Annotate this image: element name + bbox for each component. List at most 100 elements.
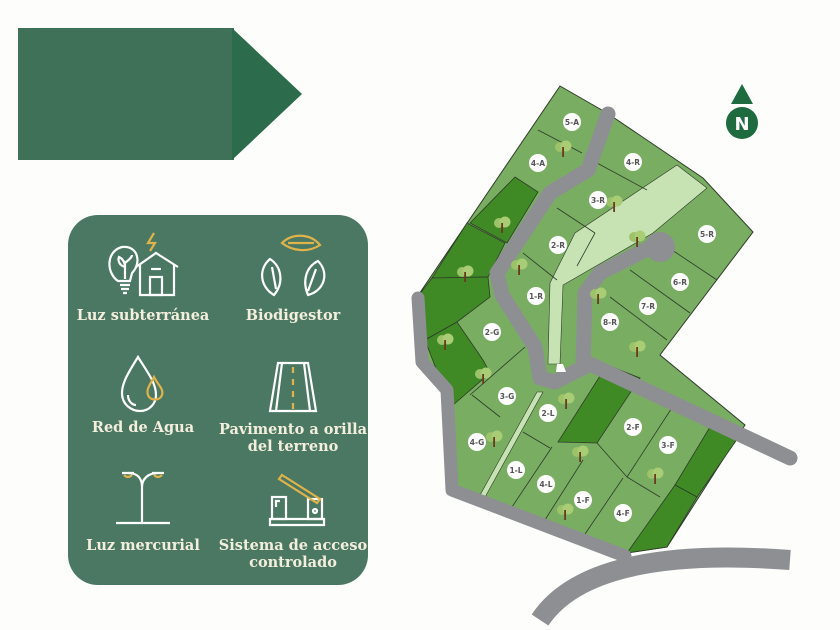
tree-icon xyxy=(629,340,646,357)
cul-de-sac-road xyxy=(575,238,661,376)
cul-de-sac xyxy=(645,232,675,262)
lot-marker-4-f[interactable]: 4-F xyxy=(614,504,632,522)
lot-marker-2-f[interactable]: 2-F xyxy=(624,418,642,436)
lot-label: 4-G xyxy=(470,438,485,447)
tree-icon xyxy=(590,287,607,304)
lot-label: 8-R xyxy=(603,318,617,327)
lot-marker-5-r[interactable]: 5-R xyxy=(698,225,716,243)
lot-marker-circle xyxy=(614,504,632,522)
lot-marker-circle xyxy=(529,154,547,172)
tree-icon xyxy=(647,467,664,484)
lot-marker-circle xyxy=(589,191,607,209)
lot-marker-circle xyxy=(574,491,592,509)
lot-marker-circle xyxy=(624,418,642,436)
lot-marker-3-g[interactable]: 3-G xyxy=(498,387,516,405)
lot-marker-circle xyxy=(698,225,716,243)
lot-label: 2-F xyxy=(626,423,639,432)
lot-marker-4-g[interactable]: 4-G xyxy=(468,433,486,451)
lot-label: 6-R xyxy=(673,278,687,287)
tree-icon xyxy=(558,392,575,409)
tree-icon xyxy=(486,430,503,447)
lot-label: 1-F xyxy=(576,496,589,505)
path-strip xyxy=(547,164,708,365)
tree-icon xyxy=(494,216,511,233)
lot-marker-4-a[interactable]: 4-A xyxy=(529,154,547,172)
lot-marker-3-r[interactable]: 3-R xyxy=(589,191,607,209)
feature-label: Red de Agua xyxy=(91,419,195,436)
lot-label: 4-R xyxy=(626,158,640,167)
title-banner xyxy=(18,28,302,160)
tree-icon xyxy=(629,230,646,247)
lot-marker-circle xyxy=(527,287,545,305)
lot-marker-circle xyxy=(601,313,619,331)
tree-icon xyxy=(475,367,492,384)
north-label: N xyxy=(734,114,749,135)
barrier-gate-icon xyxy=(268,473,326,527)
tree-icon xyxy=(557,503,574,520)
lot-marker-circle xyxy=(483,323,501,341)
green-area xyxy=(626,484,698,554)
lot-lines xyxy=(469,129,718,538)
lot-marker-circle xyxy=(639,297,657,315)
lot-marker-7-r[interactable]: 7-R xyxy=(639,297,657,315)
feature-label: Luz subterránea xyxy=(76,307,210,324)
outer-road xyxy=(411,291,632,563)
lot-label: 4-L xyxy=(539,480,552,489)
lot-label: 2-R xyxy=(551,241,565,250)
lot-marker-circle xyxy=(563,113,581,131)
lot-marker-1-l[interactable]: 1-L xyxy=(507,461,525,479)
tree-icon xyxy=(437,333,454,350)
lot-marker-1-f[interactable]: 1-F xyxy=(574,491,592,509)
lot-label: 1-L xyxy=(509,466,522,475)
feature-mercury-light: Luz mercurial xyxy=(68,467,218,554)
lot-marker-5-a[interactable]: 5-A xyxy=(563,113,581,131)
lot-marker-3-f[interactable]: 3-F xyxy=(659,436,677,454)
lot-labels: 5-A 4-A 4-R 3-R 2-R 5-R 1-R 6-R 7-R 8-R 2-G 3-G 2-L 2… xyxy=(468,113,716,522)
water-drop-icon xyxy=(120,354,164,413)
green-area xyxy=(469,176,539,244)
tree-icon xyxy=(555,140,572,157)
lot-marker-2-g[interactable]: 2-G xyxy=(483,323,501,341)
lot-marker-8-r[interactable]: 8-R xyxy=(601,313,619,331)
lot-marker-circle xyxy=(671,273,689,291)
lot-label: 2-G xyxy=(485,328,500,337)
lot-marker-circle xyxy=(507,461,525,479)
lot-marker-4-r[interactable]: 4-R xyxy=(624,153,642,171)
feature-biodigester: Biodigestor xyxy=(218,229,368,324)
lot-label: 3-G xyxy=(500,392,515,401)
feature-label: Pavimento a orilla del terreno xyxy=(218,421,368,455)
feature-label: Luz mercurial xyxy=(86,537,200,554)
lot-marker-circle xyxy=(537,475,555,493)
north-arrow-icon xyxy=(731,84,753,104)
feature-label: Sistema de acceso controlado xyxy=(218,537,368,571)
lot-label: 4-F xyxy=(616,509,629,518)
roads xyxy=(411,106,798,626)
main-road xyxy=(489,106,798,466)
trees xyxy=(437,140,664,520)
lot-marker-circle xyxy=(539,404,557,422)
feature-paved-road: Pavimento a orilla del terreno xyxy=(218,359,368,455)
lot-marker-2-l[interactable]: 2-L xyxy=(539,404,557,422)
lot-marker-circle xyxy=(624,153,642,171)
road-icon xyxy=(268,361,318,413)
lot-label: 2-L xyxy=(541,409,554,418)
tree-icon xyxy=(457,265,474,282)
lot-label: 3-R xyxy=(591,196,605,205)
feature-label: Biodigestor xyxy=(245,307,341,324)
lot-marker-4-l[interactable]: 4-L xyxy=(537,475,555,493)
lot-label: 7-R xyxy=(641,302,655,311)
lot-label: 4-A xyxy=(531,159,545,168)
lot-marker-circle xyxy=(468,433,486,451)
lot-marker-circle xyxy=(498,387,516,405)
tree-icon xyxy=(606,195,623,212)
lot-marker-6-r[interactable]: 6-R xyxy=(671,273,689,291)
leaves-cycle-icon xyxy=(261,234,326,297)
street-lamp-icon xyxy=(116,471,170,525)
lot-marker-2-r[interactable]: 2-R xyxy=(549,236,567,254)
bulb-house-icon xyxy=(108,232,179,297)
lot-marker-1-r[interactable]: 1-R xyxy=(527,287,545,305)
feature-water-network: Red de Agua xyxy=(68,353,218,436)
north-arrow: N xyxy=(726,84,758,139)
tree-icon xyxy=(511,258,528,275)
